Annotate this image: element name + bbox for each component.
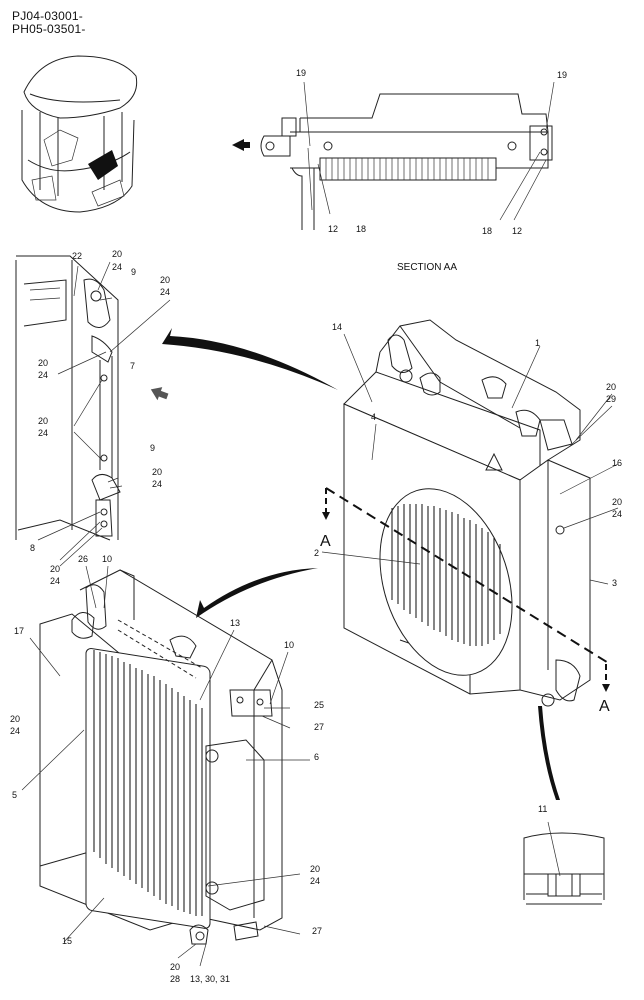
callout-13-30-31: 13, 30, 31 bbox=[190, 974, 230, 984]
callout-3: 3 bbox=[612, 578, 617, 588]
section-marker-a-right: A bbox=[599, 698, 610, 715]
serial-range-2: PH05-03501- bbox=[12, 22, 86, 36]
callout-9-b: 9 bbox=[150, 443, 155, 453]
callout-10-a: 10 bbox=[102, 554, 112, 564]
top-view-fins bbox=[325, 158, 489, 180]
pointer-arrow-upper bbox=[162, 328, 338, 390]
callout-12-right: 12 bbox=[512, 226, 522, 236]
callout-19-right: 19 bbox=[557, 70, 567, 80]
callout-19-left: 19 bbox=[296, 68, 306, 78]
callout-18-right: 18 bbox=[482, 226, 492, 236]
callout-6: 6 bbox=[314, 752, 319, 762]
serial-range-1: PJ04-03001- bbox=[12, 9, 83, 23]
callout-24-e: 24 bbox=[152, 479, 162, 489]
oil-cooler-assembly-drawing bbox=[21, 565, 310, 967]
callout-27-b: 27 bbox=[312, 926, 322, 936]
callout-24-c: 24 bbox=[38, 370, 48, 380]
callout-24-a: 24 bbox=[112, 262, 122, 272]
plug-detail-drawing bbox=[523, 821, 605, 905]
callout-5: 5 bbox=[12, 790, 17, 800]
callout-20-d: 20 bbox=[38, 416, 48, 426]
callout-20-a: 20 bbox=[112, 249, 122, 259]
callout-11: 11 bbox=[538, 804, 547, 814]
callout-20-j: 20 bbox=[310, 864, 320, 874]
callout-24-d: 24 bbox=[38, 428, 48, 438]
callout-20-i: 20 bbox=[10, 714, 20, 724]
callout-2: 2 bbox=[314, 548, 319, 558]
callout-20-k: 20 bbox=[170, 962, 180, 972]
callout-20-f: 20 bbox=[50, 564, 60, 574]
pointer-arrow-lower bbox=[196, 568, 318, 618]
bracket-detail-drawing bbox=[15, 255, 171, 567]
oil-cooler-fins bbox=[93, 650, 203, 916]
callout-9-a: 9 bbox=[131, 267, 136, 277]
callout-24-f: 24 bbox=[50, 576, 60, 586]
callout-7: 7 bbox=[130, 361, 135, 371]
callout-12-left: 12 bbox=[328, 224, 338, 234]
callout-22: 22 bbox=[72, 251, 82, 261]
callout-20-g: 20 bbox=[606, 382, 616, 392]
callout-20-c: 20 bbox=[38, 358, 48, 368]
callout-14: 14 bbox=[332, 322, 342, 332]
callout-27-a: 27 bbox=[314, 722, 324, 732]
callout-18-left: 18 bbox=[356, 224, 366, 234]
callout-24-i: 24 bbox=[10, 726, 20, 736]
callout-29: 29 bbox=[606, 394, 616, 404]
callout-24-h: 24 bbox=[612, 509, 622, 519]
callout-28: 28 bbox=[170, 974, 180, 984]
callout-8: 8 bbox=[30, 543, 35, 553]
callout-10-b: 10 bbox=[284, 640, 294, 650]
section-aa-label: SECTION AA bbox=[397, 262, 458, 273]
callout-20-b: 20 bbox=[160, 275, 170, 285]
callout-20-e: 20 bbox=[152, 467, 162, 477]
callout-24-j: 24 bbox=[310, 876, 320, 886]
callout-17: 17 bbox=[14, 626, 24, 636]
radiator-core-fins bbox=[391, 504, 501, 646]
callout-16: 16 bbox=[612, 458, 622, 468]
section-marker-a-left: A bbox=[320, 533, 331, 550]
callout-15: 15 bbox=[62, 936, 72, 946]
left-arrow-icon bbox=[232, 139, 250, 151]
callout-26: 26 bbox=[78, 554, 88, 564]
callout-20-h: 20 bbox=[612, 497, 622, 507]
callout-13-a: 13 bbox=[230, 618, 240, 628]
callout-4: 4 bbox=[371, 412, 376, 422]
radiator-assembly-drawing bbox=[321, 319, 619, 800]
callout-1: 1 bbox=[535, 338, 540, 348]
callout-25: 25 bbox=[314, 700, 324, 710]
callout-24-b: 24 bbox=[160, 287, 170, 297]
top-view-drawing bbox=[232, 81, 555, 230]
machine-overview-icon bbox=[21, 55, 138, 213]
